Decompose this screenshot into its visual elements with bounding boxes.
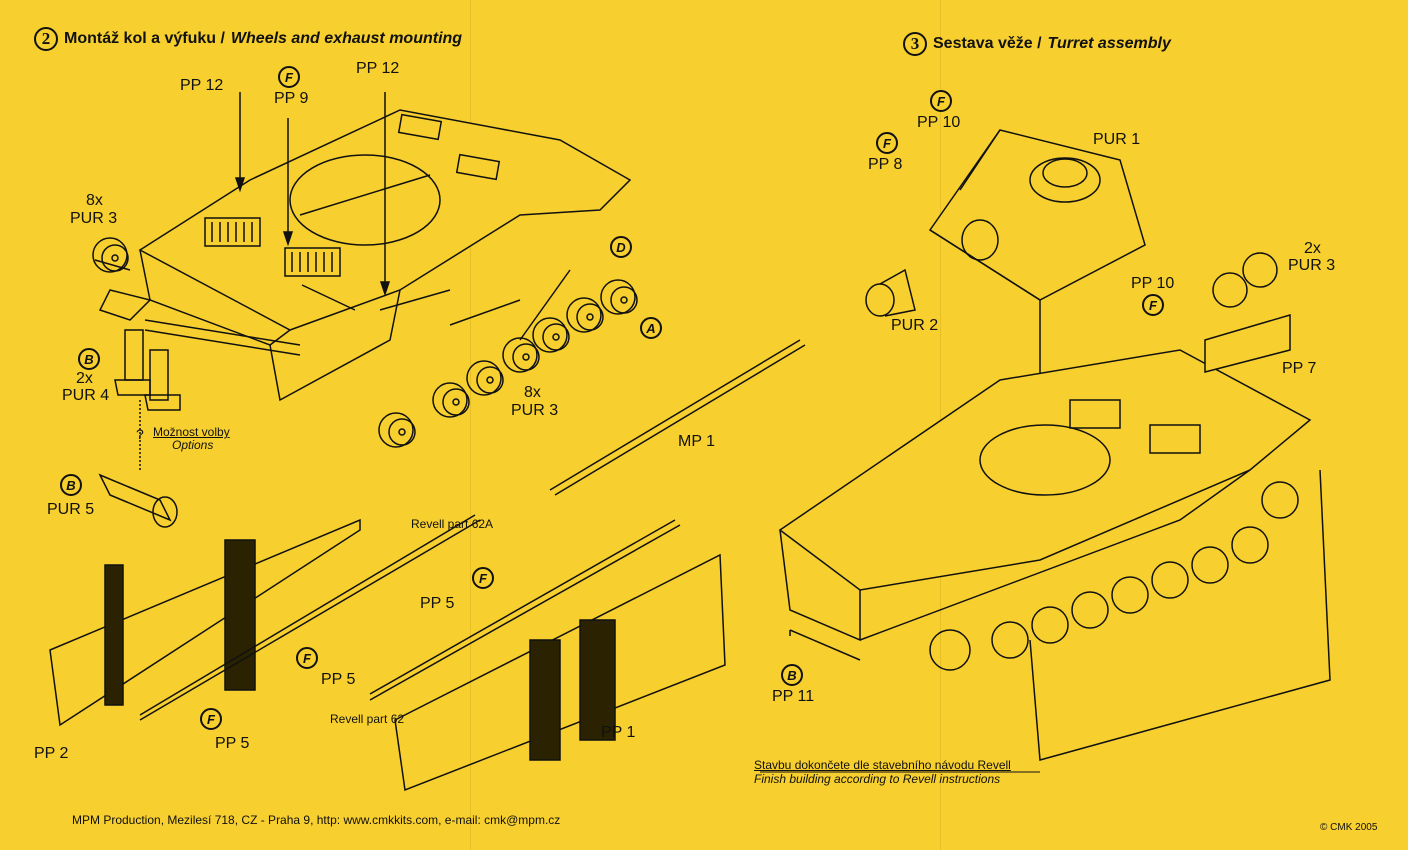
- engine-grille-left: [204, 217, 261, 247]
- badge-f-pp9: F: [278, 66, 300, 88]
- badge-b-pp11: B: [781, 664, 803, 686]
- footer-copyright: © CMK 2005: [1320, 822, 1378, 833]
- label-pur5: PUR 5: [47, 501, 95, 518]
- label-pur3-8x-qty: 8x: [86, 192, 103, 209]
- label-pur3-bottom: PUR 3: [511, 402, 559, 419]
- badge-f-pp5b: F: [296, 647, 318, 669]
- label-pp7: PP 7: [1282, 360, 1317, 377]
- label-pp5-b: PP 5: [321, 671, 356, 688]
- label-pp10-top: PP 10: [917, 114, 961, 131]
- badge-f-pp10-right: F: [1142, 294, 1164, 316]
- footer-address: MPM Production, Mezilesí 718, CZ - Praha…: [72, 813, 561, 827]
- step3-title-en: Turret assembly: [1047, 35, 1171, 52]
- revell-part-62a: [139, 514, 481, 721]
- options-label-cz: Možnost volby: [153, 425, 230, 439]
- fold-line-left: [470, 0, 471, 850]
- label-pur3-left: PUR 3: [70, 210, 118, 227]
- label-pur3-2x-qty: 2x: [1304, 240, 1321, 257]
- label-pur4-qty: 2x: [76, 370, 93, 387]
- hull-drawing-step3: [778, 349, 1331, 761]
- label-pp5-c: PP 5: [215, 735, 250, 752]
- options-label-en: Options: [172, 438, 214, 452]
- road-wheels-step3: [929, 481, 1299, 671]
- label-pur3-bottom-qty: 8x: [524, 384, 541, 401]
- label-pur4: PUR 4: [62, 387, 110, 404]
- badge-d: D: [610, 236, 632, 258]
- label-pp12-right: PP 12: [356, 60, 400, 77]
- label-mp1: MP 1: [678, 433, 716, 450]
- label-pp12-left: PP 12: [180, 77, 224, 94]
- hull-drawing-step2: [98, 109, 632, 402]
- exhaust-pur4: [114, 329, 181, 411]
- label-pp2: PP 2: [34, 745, 69, 762]
- label-pur1: PUR 1: [1093, 131, 1141, 148]
- step3-title-cz: Sestava věže /: [933, 35, 1042, 52]
- label-pur2: PUR 2: [891, 317, 939, 334]
- step2-title: 2 Montáž kol a výfuku / Wheels and exhau…: [34, 27, 462, 51]
- step2-title-cz: Montáž kol a výfuku /: [64, 30, 225, 47]
- step-number-badge: 2: [34, 27, 58, 51]
- badge-f-pp8: F: [876, 132, 898, 154]
- label-pp8: PP 8: [868, 156, 903, 173]
- leader-lines-step2: [94, 92, 571, 341]
- label-pp9: PP 9: [274, 90, 309, 107]
- finish-note-cz: Stavbu dokončete dle stavebního návodu R…: [754, 758, 1011, 772]
- step-number-badge: 3: [903, 32, 927, 56]
- label-pp5-a: PP 5: [420, 595, 455, 612]
- label-pp11: PP 11: [772, 688, 815, 705]
- label-pp10-right: PP 10: [1131, 275, 1175, 292]
- revell-part-62: [369, 519, 681, 701]
- engine-grille-right: [284, 247, 341, 277]
- step3-title: 3 Sestava věže / Turret assembly: [903, 32, 1171, 56]
- badge-a: A: [640, 317, 662, 339]
- spare-wheels-pur3-2x: [1204, 252, 1291, 373]
- label-pur3-2x: PUR 3: [1288, 257, 1336, 274]
- finish-note-en: Finish building according to Revell inst…: [754, 772, 1001, 786]
- badge-f-pp5a: F: [472, 567, 494, 589]
- tow-bar-pp11: [789, 629, 861, 661]
- badge-b-pur4: B: [78, 348, 100, 370]
- gun-barrel-mp1: [549, 339, 806, 496]
- label-revell-62: Revell part 62: [330, 712, 405, 726]
- log-pur5: [98, 473, 178, 528]
- label-revell-62a: Revell part 62A: [411, 517, 494, 531]
- turret-drawing: [928, 129, 1146, 301]
- badge-b-pur5: B: [60, 474, 82, 496]
- badge-f-pp10-top: F: [930, 90, 952, 112]
- options-question-mark: ?: [136, 426, 144, 442]
- side-panel-pp1: [394, 553, 726, 792]
- mantlet-pur2: [865, 268, 916, 317]
- side-panel-pp2: [49, 518, 361, 727]
- label-pp1: PP 1: [601, 724, 636, 741]
- step2-title-en: Wheels and exhaust mounting: [230, 30, 463, 47]
- road-wheels-step2: [92, 237, 638, 448]
- badge-f-pp5c: F: [200, 708, 222, 730]
